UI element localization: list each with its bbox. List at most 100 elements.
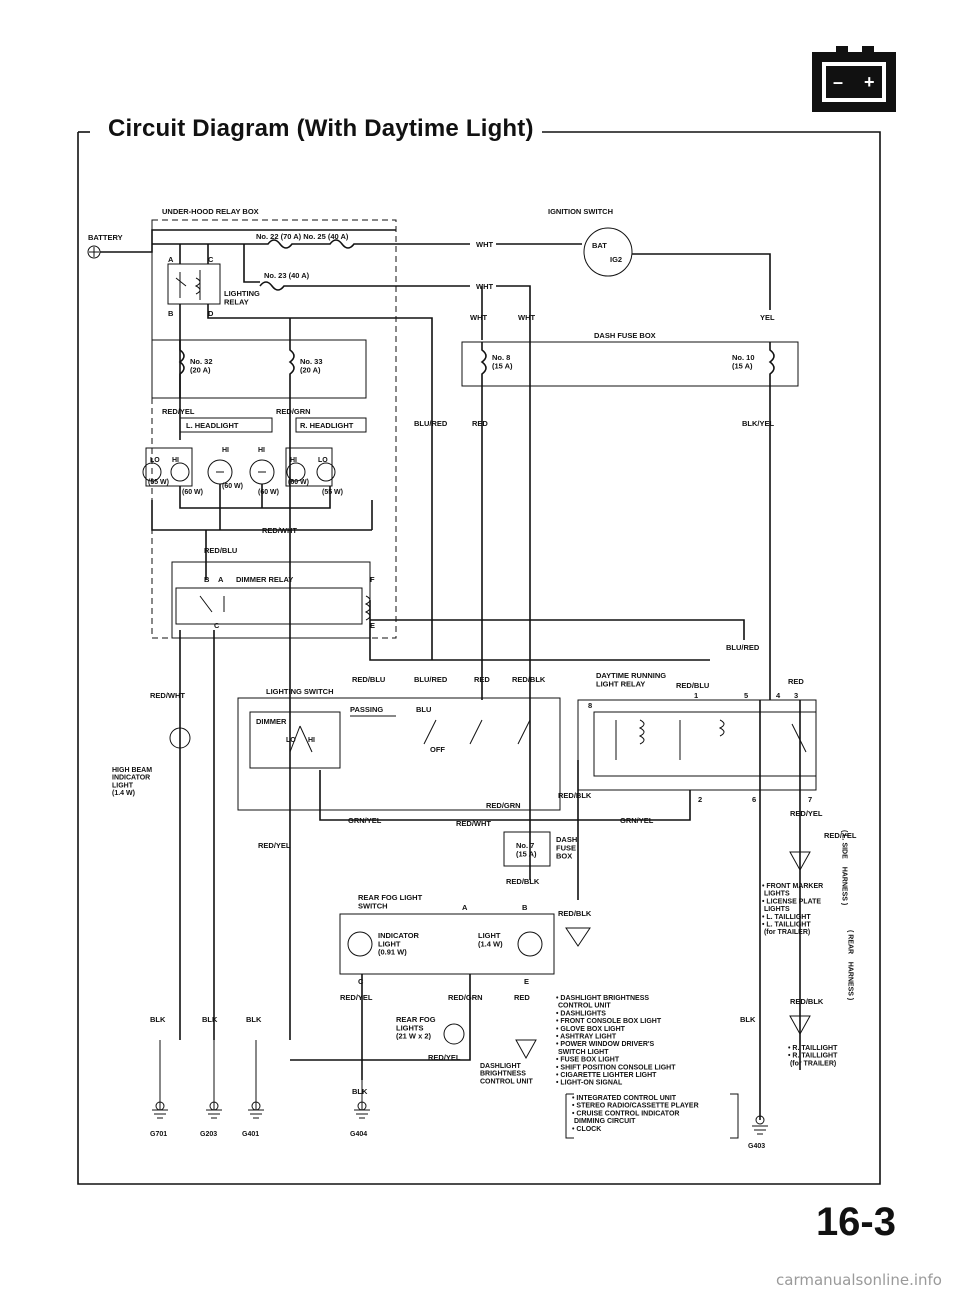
svg-text:HI: HI — [172, 457, 179, 464]
dashlight-list: • DASHLIGHT BRIGHTNESS CONTROL UNIT• DAS… — [556, 995, 676, 1087]
page-title: Circuit Diagram (With Daytime Light) — [100, 115, 542, 143]
svg-text:RED/BLK: RED/BLK — [506, 877, 540, 886]
ignition-switch-label: IGNITION SWITCH — [548, 207, 613, 216]
rear-fog-switch-box — [339, 913, 555, 975]
svg-text:LO: LO — [150, 457, 160, 464]
fuse-22-25-label: No. 22 (70 A) No. 25 (40 A) — [256, 232, 349, 241]
switch-light-icon — [517, 931, 543, 957]
svg-text:C: C — [214, 621, 220, 630]
svg-text:F: F — [370, 575, 375, 584]
passing-label: PASSING — [350, 705, 383, 714]
wire-red-blu-1: RED/BLU — [204, 546, 237, 555]
lighting-relay-box — [167, 263, 221, 305]
svg-text:(60 W): (60 W) — [288, 479, 309, 486]
svg-text:BLK: BLK — [202, 1015, 218, 1024]
svg-text:BLK: BLK — [246, 1015, 262, 1024]
wire-red-1: RED — [472, 419, 488, 428]
dashlight-brightness-icon — [515, 1039, 537, 1060]
svg-text:2: 2 — [698, 795, 702, 804]
svg-text:(55 W): (55 W) — [148, 479, 169, 486]
dash-fuse-box-label: DASH FUSE BOX — [594, 331, 656, 340]
svg-text:BLU: BLU — [416, 705, 431, 714]
rear-fog-lights-icon — [443, 1023, 465, 1045]
wire-yel: YEL — [760, 313, 775, 322]
lighting-switch-box — [237, 697, 561, 811]
wire-red-grn-2: RED/GRN — [486, 801, 521, 810]
wire-blu-red-1: BLU/RED — [414, 419, 448, 428]
battery-icon: – + — [812, 46, 896, 112]
ignition-switch-icon — [583, 227, 633, 277]
watermark: carmanualsonline.info — [776, 1271, 942, 1289]
dimmer-relay-box — [171, 561, 371, 639]
fuse-33-label: No. 33(20 A) — [300, 357, 323, 374]
wire-red-yel-2: RED/YEL — [258, 841, 291, 850]
page-number: 16-3 — [815, 1200, 896, 1244]
wire-wht-2: WHT — [476, 282, 493, 291]
fuse-23-label: No. 23 (40 A) — [264, 271, 310, 280]
wire-wht-1: WHT — [476, 240, 493, 249]
l-headlight-label: L. HEADLIGHT — [186, 421, 239, 430]
underhood-box-label: UNDER-HOOD RELAY BOX — [162, 207, 259, 216]
l-headlight-label-box — [179, 417, 273, 433]
wire-grn-yel-1: GRN/YEL — [348, 816, 382, 825]
svg-text:HI: HI — [258, 447, 265, 454]
ground-g701: G701 — [150, 1131, 167, 1138]
dimmer-label: DIMMER — [256, 717, 287, 726]
svg-text:E: E — [370, 621, 375, 630]
wire-grn-yel-2: GRN/YEL — [620, 816, 654, 825]
wire-wht-4: WHT — [518, 313, 535, 322]
svg-text:RED: RED — [788, 677, 804, 686]
svg-text:C: C — [208, 255, 214, 264]
ground-g403: G403 — [748, 1143, 765, 1150]
wire-red-grn-1: RED/GRN — [276, 407, 311, 416]
wire-red-blk-2: RED/BLK — [558, 791, 592, 800]
fuse-32-label: No. 32(20 A) — [190, 357, 213, 374]
svg-text:E: E — [524, 977, 529, 986]
svg-text:BLK: BLK — [150, 1015, 166, 1024]
svg-text:BAT: BAT — [592, 241, 607, 250]
svg-text:RED/BLU: RED/BLU — [676, 681, 709, 690]
svg-text:4: 4 — [776, 691, 781, 700]
fuse-7-box — [503, 831, 551, 867]
svg-text:A: A — [218, 575, 224, 584]
wire-red-blk-1: RED/BLK — [512, 675, 546, 684]
svg-text:HI: HI — [290, 457, 297, 464]
svg-text:B: B — [204, 575, 210, 584]
wire-blk-yel: BLK/YEL — [742, 419, 775, 428]
svg-text:LO: LO — [286, 737, 296, 744]
svg-text:B: B — [522, 903, 528, 912]
battery-plus-label: + — [864, 72, 875, 92]
lighting-switch-label: LIGHTING SWITCH — [266, 687, 334, 696]
svg-text:C: C — [358, 977, 364, 986]
ground-g203: G203 — [200, 1131, 217, 1138]
fuse-22-25-wire — [152, 239, 470, 249]
r-headlight-label: R. HEADLIGHT — [300, 421, 354, 430]
fuse-8-label: No. 8(15 A) — [492, 353, 513, 370]
wire-red-yel-1: RED/YEL — [162, 407, 195, 416]
svg-text:RED/YEL: RED/YEL — [428, 1053, 461, 1062]
wire-blu-red-2: BLU/RED — [726, 643, 760, 652]
page-frame — [77, 131, 881, 1185]
svg-text:RED/GRN: RED/GRN — [448, 993, 483, 1002]
svg-text:B: B — [168, 309, 174, 318]
ground-g401: G401 — [242, 1131, 259, 1138]
svg-text:RED/BLK: RED/BLK — [558, 909, 592, 918]
svg-text:LO: LO — [318, 457, 328, 464]
dashlight-ground-icon — [565, 927, 591, 947]
wire-red-wht-1: RED/WHT — [262, 526, 297, 535]
svg-text:7: 7 — [808, 795, 812, 804]
wire-red-yel-3: RED/YEL — [790, 809, 823, 818]
fuse-7-label: No. 7(15 A) — [516, 841, 537, 858]
svg-text:RED: RED — [474, 675, 490, 684]
high-beam-indicator-icon — [169, 727, 191, 749]
dash-fuse-box — [461, 341, 799, 387]
